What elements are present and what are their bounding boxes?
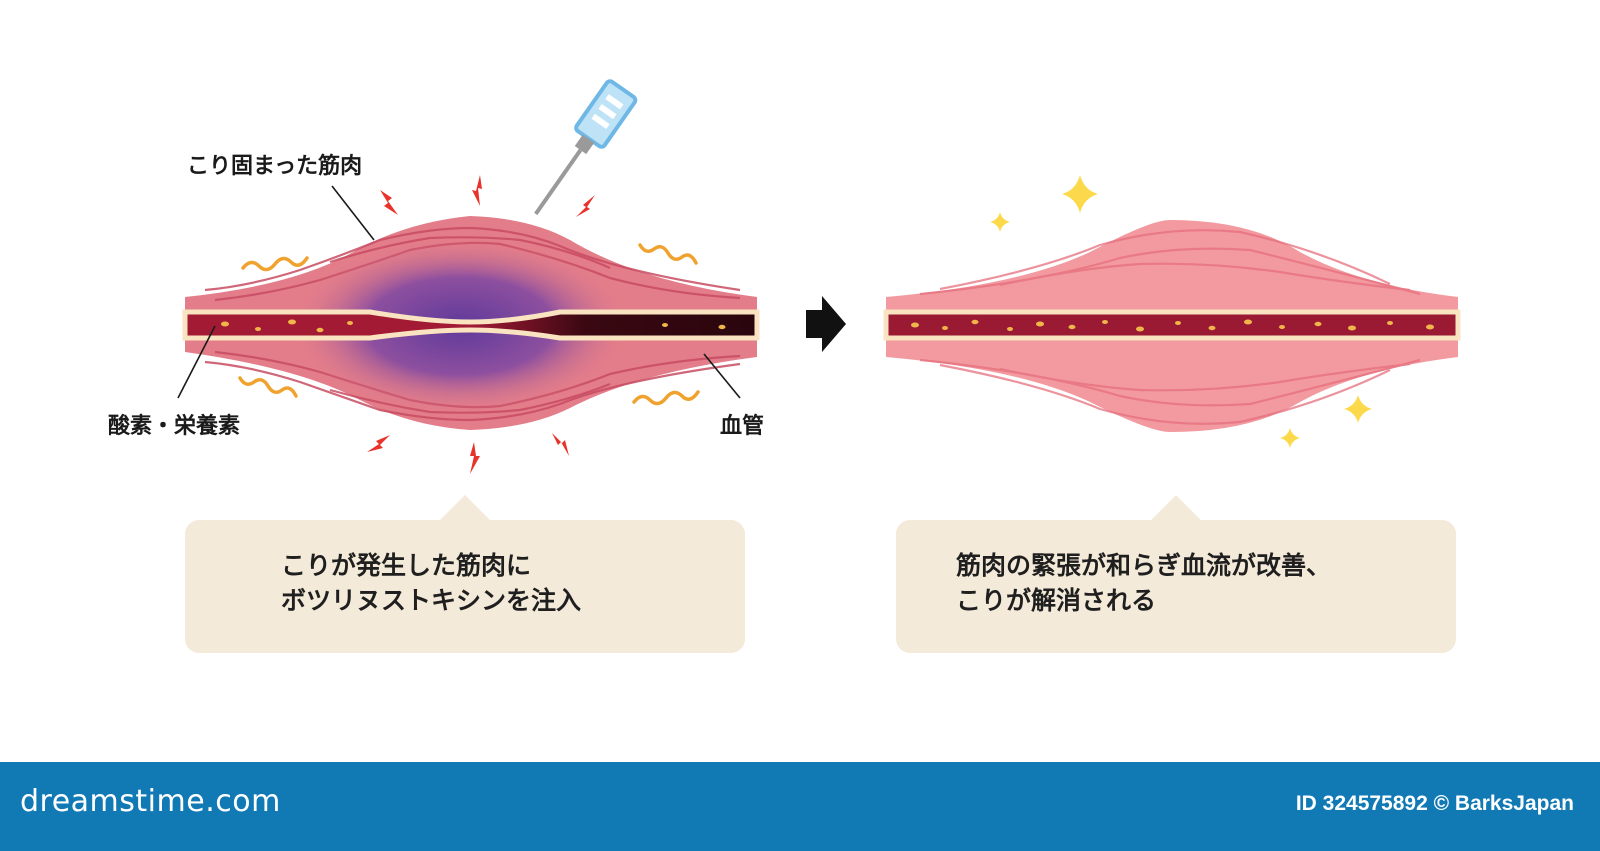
nutrient-dots [221, 319, 726, 333]
tension-wave-icons [238, 243, 700, 406]
caption-before: こりが発生した筋肉に ボツリヌストキシンを注入 [185, 495, 745, 653]
label-stiff-muscle: こり固まった筋肉 [187, 154, 363, 179]
relaxed-muscle [883, 220, 1461, 432]
nutrient-dots [911, 319, 1434, 332]
constricted-blood-vessel [182, 309, 760, 341]
label-oxygen-nutrients: 酸素・栄養素 [108, 414, 241, 439]
caption-after-tail [1151, 495, 1201, 520]
footer-bar: dreamstime.com ID 324575892 © BarksJapan [0, 762, 1600, 851]
brand-logo[interactable]: dreamstime.com [20, 784, 281, 819]
caption-after-line-1: 筋肉の緊張が和らぎ血流が改善、 [956, 551, 1332, 580]
label-blood-vessel: 血管 [720, 414, 765, 439]
syringe-icon [534, 79, 638, 216]
pain-bolt-icons [367, 175, 595, 474]
leader-lines [177, 185, 741, 399]
caption-before-line-2: ボツリヌストキシンを注入 [281, 586, 582, 615]
relaxed-blood-vessel [883, 309, 1461, 341]
muscle-diagram [177, 79, 1461, 474]
caption-after-line-2: こりが解消される [956, 586, 1157, 615]
sparkle-icons [990, 175, 1372, 448]
stock-id: ID 324575892 © BarksJapan [1295, 792, 1574, 815]
stiff-muscle [182, 79, 760, 430]
caption-before-tail [440, 495, 490, 520]
caption-after: 筋肉の緊張が和らぎ血流が改善、 こりが解消される [896, 495, 1456, 653]
arrow-right-icon [806, 296, 846, 352]
caption-before-line-1: こりが発生した筋肉に [281, 551, 532, 580]
